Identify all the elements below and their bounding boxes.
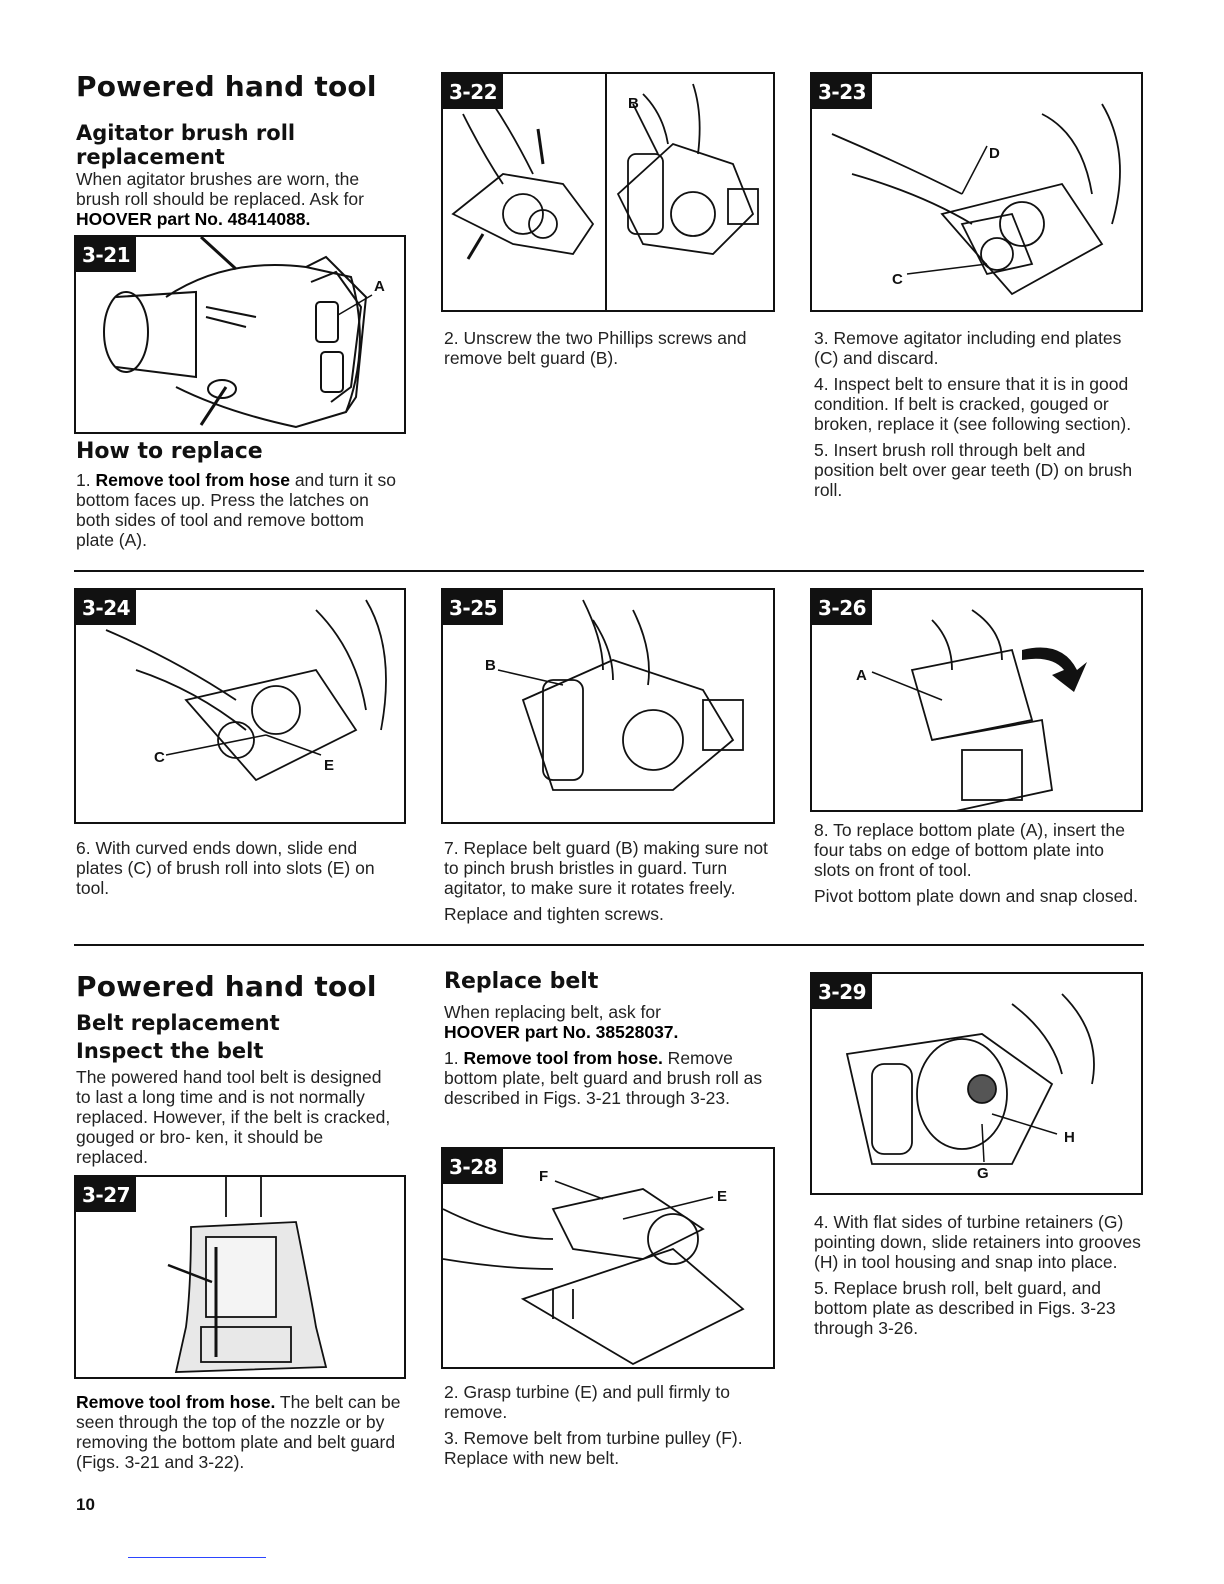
how-to-replace-block: How to replace 1. Remove tool from hose … bbox=[76, 439, 416, 551]
part-number: HOOVER part No. 48414088. bbox=[76, 209, 311, 229]
figure-number: 3-27 bbox=[76, 1177, 137, 1212]
label-d: D bbox=[989, 145, 1000, 162]
tool-bottom-illustration: A bbox=[103, 237, 385, 429]
label-g: G bbox=[977, 1165, 989, 1182]
replace-step-1: 1. Remove tool from hose. Remove bottom … bbox=[444, 1048, 763, 1108]
divider bbox=[74, 570, 1144, 572]
turbine-retainer-illustration: H G bbox=[845, 993, 1095, 1182]
label-b: B bbox=[485, 657, 496, 674]
how-to-replace-title: How to replace bbox=[76, 439, 263, 464]
step-1: 1. Remove tool from hose and turn it so … bbox=[76, 470, 396, 550]
step-7-note: Replace and tighten screws. bbox=[444, 904, 664, 924]
step-7-block: 7. Replace belt guard (B) making sure no… bbox=[444, 838, 774, 930]
label-b: B bbox=[628, 95, 639, 112]
step-8-note: Pivot bottom plate down and snap closed. bbox=[814, 886, 1138, 906]
subsection-title-2: Inspect the belt bbox=[76, 1039, 264, 1063]
figure-3-25: 3-25 B bbox=[441, 588, 775, 824]
label-h: H bbox=[1064, 1129, 1075, 1146]
figure-number: 3-23 bbox=[812, 74, 873, 109]
label-c: C bbox=[892, 271, 903, 288]
figure-number: 3-22 bbox=[443, 74, 504, 109]
subsection-title: Belt replacement bbox=[76, 1011, 280, 1035]
part-number: HOOVER part No. 38528037. bbox=[444, 1022, 679, 1042]
divider bbox=[74, 944, 1144, 946]
figure-3-26: 3-26 A bbox=[810, 588, 1143, 812]
replace-step-5: 5. Replace brush roll, belt guard, and b… bbox=[814, 1278, 1116, 1338]
replace-step-3: 3. Remove belt from turbine pulley (F). … bbox=[444, 1428, 743, 1468]
step-3: 3. Remove agitator including end plates … bbox=[814, 328, 1122, 368]
section-title: Powered hand tool bbox=[76, 970, 377, 1003]
step-8-block: 8. To replace bottom plate (A), insert t… bbox=[814, 820, 1144, 912]
figure-number: 3-21 bbox=[76, 237, 137, 272]
inspect-paragraph: The powered hand tool belt is designed t… bbox=[76, 1067, 391, 1167]
figure-number: 3-25 bbox=[443, 590, 504, 625]
figure-3-27: 3-27 bbox=[74, 1175, 406, 1379]
step-7: 7. Replace belt guard (B) making sure no… bbox=[444, 838, 768, 898]
intro-paragraph: When agitator brushes are worn, the brus… bbox=[76, 169, 364, 229]
label-f: F bbox=[539, 1168, 548, 1185]
figure-3-28: 3-28 F E bbox=[441, 1147, 775, 1369]
label-a: A bbox=[374, 278, 385, 295]
label-e: E bbox=[717, 1188, 727, 1205]
label-a: A bbox=[856, 667, 867, 684]
replace-steps-2-3: 2. Grasp turbine (E) and pull firmly to … bbox=[444, 1382, 774, 1474]
top-text-column: Powered hand tool Agitator brush roll re… bbox=[76, 70, 416, 229]
figure-3-23: 3-23 D C bbox=[810, 72, 1143, 312]
figure-number: 3-28 bbox=[443, 1149, 504, 1184]
figure-number: 3-24 bbox=[76, 590, 137, 625]
section-title: Powered hand tool bbox=[76, 70, 377, 103]
unscrew-guard-illustration: B bbox=[451, 74, 759, 310]
figure-3-29: 3-29 H G bbox=[810, 972, 1143, 1195]
figure-number: 3-26 bbox=[812, 590, 873, 625]
replace-bottom-plate-illustration: A bbox=[856, 609, 1087, 810]
step-4: 4. Inspect belt to ensure that it is in … bbox=[814, 374, 1132, 434]
replace-steps-4-5: 4. With flat sides of turbine retainers … bbox=[814, 1212, 1144, 1344]
slide-end-plates-illustration: C E bbox=[105, 599, 387, 782]
replace-step-2: 2. Grasp turbine (E) and pull firmly to … bbox=[444, 1382, 730, 1422]
figure-3-24: 3-24 C E bbox=[74, 588, 406, 824]
remove-agitator-illustration: D C bbox=[831, 103, 1121, 296]
subsection-title: Agitator brush roll replacement bbox=[76, 121, 296, 169]
steps-3-5: 3. Remove agitator including end plates … bbox=[814, 328, 1140, 506]
replace-belt-column: Replace belt When replacing belt, ask fo… bbox=[444, 969, 774, 1109]
replace-guard-illustration: B bbox=[485, 599, 744, 791]
remove-tool-paragraph: Remove tool from hose. The belt can be s… bbox=[76, 1392, 401, 1472]
inspect-belt-illustration bbox=[167, 1177, 328, 1373]
replace-intro: When replacing belt, ask for HOOVER part… bbox=[444, 1002, 679, 1042]
label-e: E bbox=[324, 757, 334, 774]
link-underline bbox=[128, 1557, 266, 1558]
figure-3-21: 3-21 A bbox=[74, 235, 406, 434]
step-8: 8. To replace bottom plate (A), insert t… bbox=[814, 820, 1125, 880]
belt-text-column: Powered hand tool Belt replacement Inspe… bbox=[76, 970, 416, 1167]
step-6: 6. With curved ends down, slide end plat… bbox=[76, 838, 375, 898]
replace-belt-title: Replace belt bbox=[444, 969, 599, 994]
remove-turbine-illustration: F E bbox=[443, 1168, 745, 1366]
replace-step-4: 4. With flat sides of turbine retainers … bbox=[814, 1212, 1141, 1272]
label-c: C bbox=[154, 749, 165, 766]
figure-number: 3-29 bbox=[812, 974, 873, 1009]
step-5: 5. Insert brush roll through belt and po… bbox=[814, 440, 1133, 500]
figure-3-22: 3-22 B bbox=[441, 72, 775, 312]
page-number: 10 bbox=[76, 1495, 95, 1514]
step-2: 2. Unscrew the two Phillips screws and r… bbox=[444, 328, 747, 368]
